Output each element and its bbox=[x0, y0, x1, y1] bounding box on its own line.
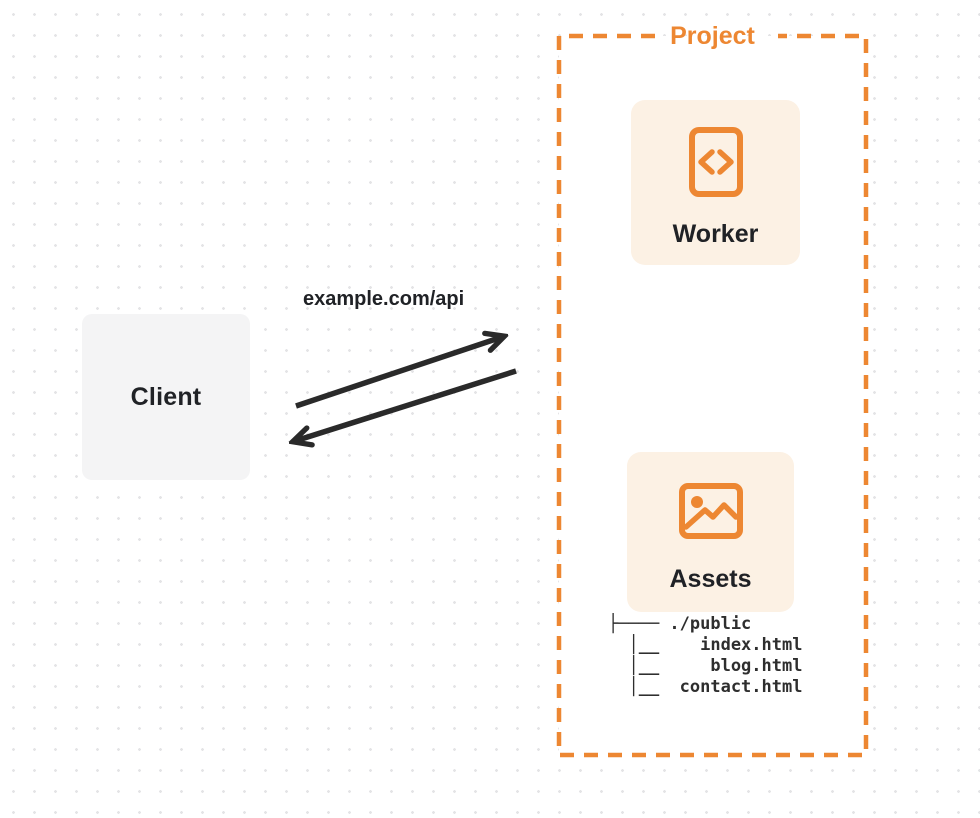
code-icon bbox=[688, 127, 743, 197]
client-node: Client bbox=[82, 314, 250, 480]
worker-node: Worker bbox=[631, 100, 800, 265]
file-tree-line-blog: │__ blog.html bbox=[608, 656, 803, 676]
worker-label: Worker bbox=[672, 220, 759, 248]
response-arrow bbox=[295, 368, 517, 441]
assets-label: Assets bbox=[669, 565, 752, 593]
file-tree-line-contact: │__ contact.html bbox=[608, 677, 803, 697]
project-label: Project bbox=[670, 22, 755, 50]
assets-node: Assets bbox=[627, 452, 794, 612]
file-tree: ├──── ./public │__ index.html │__ blog.h… bbox=[608, 614, 802, 698]
file-tree-line-index: │__ index.html bbox=[608, 635, 803, 655]
client-label: Client bbox=[130, 382, 202, 411]
request-url-label: example.com/api bbox=[303, 288, 465, 310]
request-arrow bbox=[295, 337, 502, 409]
file-tree-line-public: ├──── ./public bbox=[608, 614, 752, 634]
image-icon bbox=[678, 483, 743, 539]
